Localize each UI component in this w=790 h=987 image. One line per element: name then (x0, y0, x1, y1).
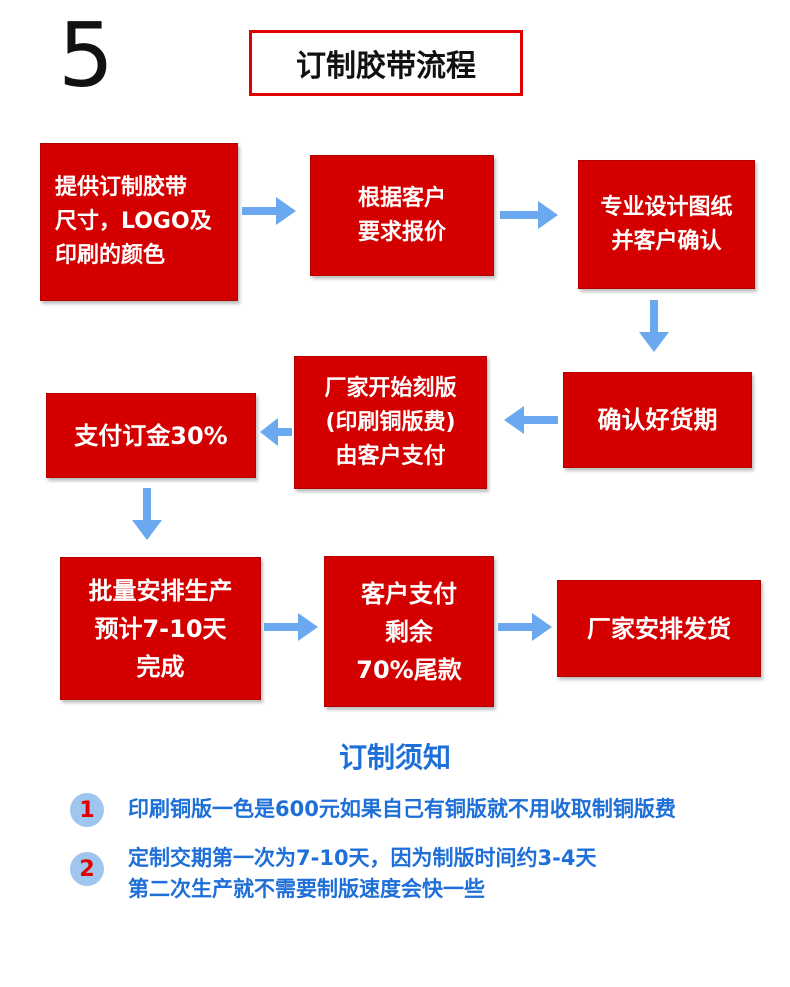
step-text: 厂家安排发货 (587, 614, 731, 643)
flow-step-design: 专业设计图纸 并客户确认 (578, 160, 755, 289)
note-item: 定制交期第一次为7-10天，因为制版时间约3-4天 第二次生产就不需要制版速度会… (128, 843, 597, 905)
note-text: 定制交期第一次为7-10天，因为制版时间约3-4天 (128, 846, 597, 870)
step-number: 5 (58, 4, 114, 107)
flow-step-quote: 根据客户 要求报价 (310, 155, 494, 276)
flow-step-final-payment: 客户支付 剩余 70%尾款 (324, 556, 494, 707)
step-text: 尺寸，LOGO及 (55, 209, 212, 234)
step-text: 由客户支付 (335, 443, 446, 469)
page-title: 订制胶带流程 (249, 30, 523, 96)
flow-step-confirm-delivery: 确认好货期 (563, 372, 752, 468)
step-text: 并客户确认 (611, 228, 722, 254)
step-text: 70%尾款 (356, 655, 462, 684)
step-text: (印刷铜版费) (325, 409, 456, 435)
flow-step-engrave-plate: 厂家开始刻版 (印刷铜版费) 由客户支付 (294, 356, 487, 489)
step-text: 剩余 (385, 617, 433, 646)
note-text: 第二次生产就不需要制版速度会快一些 (128, 877, 485, 901)
note-number-badge: 2 (70, 852, 104, 886)
step-text: 根据客户 (357, 185, 446, 211)
note-number-badge: 1 (70, 793, 104, 827)
step-text: 批量安排生产 (88, 576, 233, 605)
step-text: 支付订金30% (74, 421, 228, 450)
arrow-right-icon (264, 613, 318, 641)
step-text: 厂家开始刻版 (324, 375, 457, 401)
arrow-left-icon (504, 406, 558, 434)
step-text: 印刷的颜色 (55, 243, 166, 268)
note-text: 印刷铜版一色是600元如果自己有铜版就不用收取制铜版费 (128, 797, 676, 821)
step-text: 客户支付 (361, 579, 457, 608)
arrow-down-icon (639, 300, 669, 352)
step-text: 提供订制胶带 (55, 175, 188, 200)
arrow-right-icon (242, 197, 296, 225)
arrow-down-icon (132, 488, 162, 540)
flow-step-shipping: 厂家安排发货 (557, 580, 761, 677)
step-text: 专业设计图纸 (600, 194, 733, 220)
arrow-right-icon (498, 613, 552, 641)
arrow-left-icon (260, 418, 292, 446)
note-item: 印刷铜版一色是600元如果自己有铜版就不用收取制铜版费 (128, 794, 676, 825)
step-text: 完成 (136, 652, 185, 681)
step-text: 预计7-10天 (94, 614, 227, 643)
flow-step-mass-production: 批量安排生产 预计7-10天 完成 (60, 557, 261, 700)
arrow-right-icon (500, 201, 558, 229)
flow-step-deposit: 支付订金30% (46, 393, 256, 478)
step-text: 要求报价 (357, 219, 446, 245)
notes-title: 订制须知 (338, 741, 451, 774)
flow-step-provide-specs: 提供订制胶带 尺寸，LOGO及 印刷的颜色 (40, 143, 238, 301)
step-text: 确认好货期 (597, 406, 718, 434)
